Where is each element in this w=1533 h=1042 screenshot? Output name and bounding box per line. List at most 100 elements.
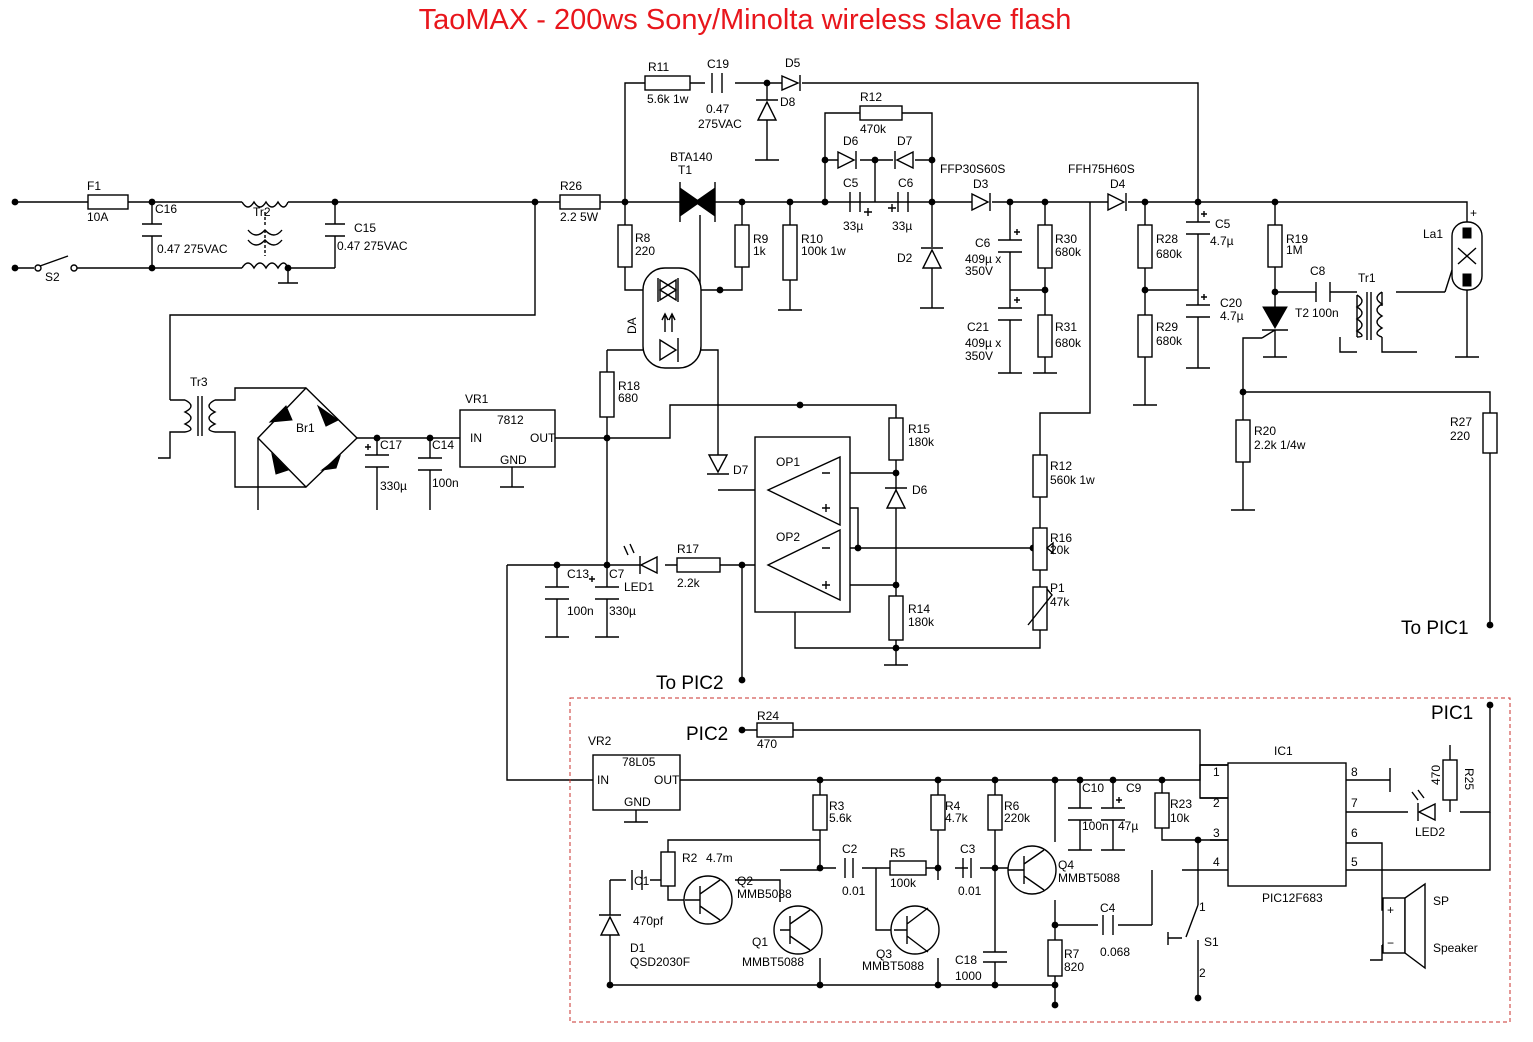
diode-d6-mid [885, 487, 907, 509]
capacitor-c15 [325, 223, 345, 237]
fuse-f1 [87, 194, 129, 210]
resistor-r10 [782, 224, 798, 281]
label-c2-value: 0.01 [842, 884, 866, 898]
component-labels: F1 10A C16 0.47 275VAC Tr2 C15 0.47 275V… [45, 56, 1478, 983]
resistor-r3 [812, 794, 828, 831]
label-ic1-pin6: 6 [1351, 826, 1358, 840]
label-d7-top: D7 [897, 134, 913, 148]
label-ic1-pin4: 4 [1213, 855, 1220, 869]
label-c4: C4 [1100, 901, 1116, 915]
label-r8: R8 [635, 231, 651, 245]
transformer-tr3 [183, 396, 217, 436]
label-c5-top-value: 33µ [843, 219, 863, 233]
label-c13: C13 [567, 567, 589, 581]
led-led1 [623, 543, 658, 575]
label-r15-value: 180k [908, 435, 935, 449]
resistor-r8 [617, 224, 633, 268]
switch-s2 [34, 255, 78, 272]
label-c6-top: C6 [898, 176, 914, 190]
label-r26-value: 2.2 5W [560, 210, 599, 224]
ic-ic1 [1227, 762, 1347, 887]
label-c4-value: 0.068 [1100, 945, 1130, 959]
photodiode-d1 [599, 914, 621, 936]
label-d7-mid: D7 [733, 463, 749, 477]
label-led2: LED2 [1415, 825, 1445, 839]
resistor-r18 [599, 371, 615, 418]
label-d5: D5 [785, 56, 801, 70]
label-r11-value: 5.6k 1w [647, 92, 689, 106]
label-c16-value: 0.47 275VAC [157, 242, 228, 256]
label-c17: C17 [380, 438, 402, 452]
label-la1: La1 [1423, 227, 1443, 241]
resistor-r27 [1482, 412, 1498, 454]
transistor-q1 [773, 905, 823, 955]
label-r14-value: 180k [908, 615, 935, 629]
label-p1: P1 [1050, 581, 1065, 595]
label-r27-value: 220 [1450, 429, 1470, 443]
capacitor-c16 [142, 223, 162, 237]
label-c5-right: C5 [1215, 217, 1231, 231]
diode-d8 [756, 99, 778, 121]
label-c20: C20 [1220, 296, 1242, 310]
label-d1-part: QSD2030F [630, 955, 690, 969]
resistor-r2 [660, 851, 676, 887]
net-pic2: PIC2 [686, 724, 728, 745]
switch-s1 [1167, 904, 1199, 965]
label-r3: R3 [829, 799, 845, 813]
resistor-r25 [1442, 759, 1458, 801]
label-r2: R2 [682, 851, 698, 865]
optocoupler-da [642, 267, 702, 369]
label-c10: C10 [1082, 781, 1104, 795]
capacitor-c14 [418, 457, 442, 471]
label-r3-value: 5.6k [829, 811, 853, 825]
label-d3-part: FFP30S60S [940, 162, 1005, 176]
capacitor-c21 [998, 297, 1022, 321]
label-r31: R31 [1055, 320, 1077, 334]
label-d4: D4 [1110, 177, 1126, 191]
capacitor-c18 [983, 951, 1007, 963]
label-c15-value: 0.47 275VAC [337, 239, 408, 253]
led-led2 [1411, 789, 1436, 822]
wires [15, 82, 1491, 1005]
triac-t1 [679, 182, 716, 222]
label-vr2-gnd: GND [624, 795, 651, 809]
label-r29-value: 680k [1156, 334, 1183, 348]
label-r14: R14 [908, 602, 930, 616]
label-r20-value: 2.2k 1/4w [1254, 438, 1306, 452]
label-c3-value: 0.01 [958, 884, 982, 898]
junction-dots [11, 79, 1494, 1009]
label-r7: R7 [1064, 947, 1080, 961]
label-q4-part: MMBT5088 [1058, 871, 1120, 885]
label-c5-top: C5 [843, 176, 859, 190]
label-vr2-out: OUT [654, 773, 680, 787]
label-s1: S1 [1204, 935, 1219, 949]
capacitor-c7 [589, 576, 619, 600]
label-c2: C2 [842, 842, 858, 856]
net-to-pic1: To PIC1 [1401, 618, 1469, 639]
capacitor-c8 [1315, 282, 1331, 302]
label-r18-value: 680 [618, 391, 638, 405]
label-r15: R15 [908, 422, 930, 436]
label-c14: C14 [432, 438, 454, 452]
bridge-rectifier-br1 [257, 387, 359, 488]
net-labels: To PIC1 To PIC2 PIC1 PIC2 [656, 618, 1473, 745]
label-r12-top-value: 470k [860, 122, 887, 136]
resistor-r5 [889, 860, 927, 876]
capacitor-c4 [1102, 915, 1114, 935]
label-r11: R11 [648, 60, 669, 74]
label-ic1-part: PIC12F683 [1262, 891, 1323, 905]
label-r17: R17 [677, 542, 699, 556]
label-q4: Q4 [1058, 858, 1074, 872]
resistor-r20 [1235, 419, 1251, 463]
label-c20-value: 4.7µ [1220, 309, 1244, 323]
label-r17-value: 2.2k [677, 576, 701, 590]
label-r7-value: 820 [1064, 960, 1084, 974]
capacitor-c5-4u7 [1186, 211, 1210, 235]
label-vr2-in: IN [597, 773, 609, 787]
label-r6: R6 [1004, 799, 1020, 813]
label-r30: R30 [1055, 232, 1077, 246]
regulator-vr2 [592, 754, 681, 811]
svg-text:+: + [1387, 903, 1394, 917]
resistor-r11 [644, 75, 691, 91]
transistor-q2 [683, 875, 733, 925]
